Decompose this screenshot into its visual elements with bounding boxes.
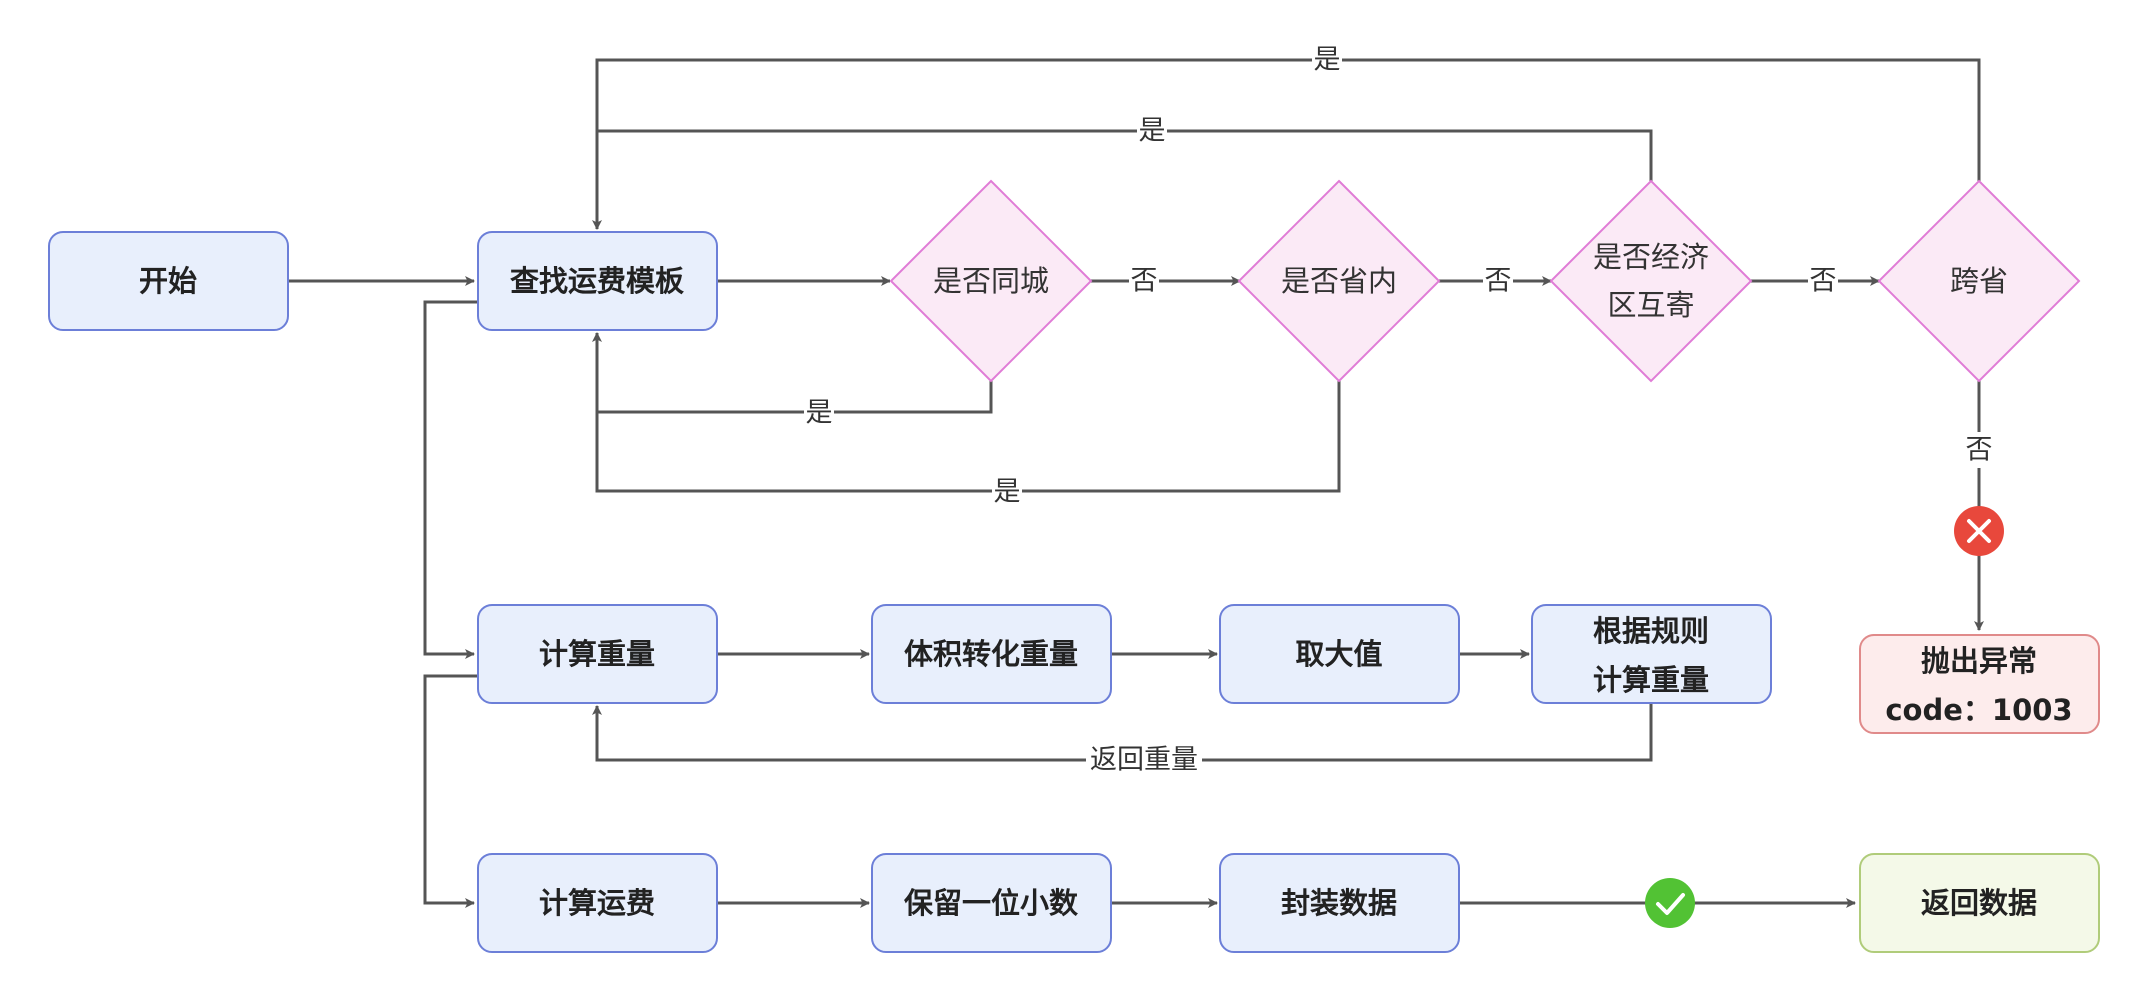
edge-calc-weight-to-calc-freight [423,674,478,908]
node-throw-exception-label-line1: 抛出异常 [1921,644,2037,678]
decision-same-province[interactable]: 是否省内 [1237,179,1441,383]
node-start-label: 开始 [139,264,197,298]
node-pack-data[interactable]: 封装数据 [1219,853,1460,953]
edge-label-yes-economic-zone: 是 [1139,116,1166,147]
edge-label-no-same-city: 否 [1131,266,1158,297]
check-icon [1645,878,1695,928]
decision-economic-zone-label-line2: 区互寄 [1607,288,1694,322]
edge-label-no-cross-province: 否 [1966,435,1993,466]
decision-cross-province-label: 跨省 [1950,264,2008,298]
decision-same-city-label: 是否同城 [933,264,1049,298]
node-calc-weight[interactable]: 计算重量 [477,604,718,704]
node-take-max-label: 取大值 [1295,637,1382,671]
node-round-one-decimal[interactable]: 保留一位小数 [871,853,1112,953]
node-rule-calc-label-line1: 根据规则 [1593,614,1709,648]
node-rule-calc-label-line2: 计算重量 [1593,663,1709,697]
edge-same-province-yes [595,381,1341,493]
decision-cross-province[interactable]: 跨省 [1877,179,2081,383]
edge-label-yes-cross-province: 是 [1314,45,1341,76]
edge-cross-province-yes [592,58,1981,230]
node-rule-calc-weight[interactable]: 根据规则 计算重量 [1531,604,1772,704]
node-find-template-label: 查找运费模板 [510,264,685,298]
edge-label-no-economic-zone: 否 [1810,266,1837,297]
node-find-template[interactable]: 查找运费模板 [477,231,718,331]
node-take-max[interactable]: 取大值 [1219,604,1460,704]
node-calc-freight-label: 计算运费 [539,886,655,920]
node-return-data-label: 返回数据 [1921,886,2037,920]
edge-label-no-same-province: 否 [1485,266,1512,297]
edges [289,58,1984,908]
edge-label-return-weight: 返回重量 [1090,745,1198,776]
node-throw-exception[interactable]: 抛出异常 code：1003 [1859,634,2100,734]
edge-same-city-yes [592,332,993,414]
decision-same-province-label: 是否省内 [1281,264,1397,298]
node-return-data[interactable]: 返回数据 [1859,853,2100,953]
node-start[interactable]: 开始 [48,231,289,331]
decision-economic-zone-label-line1: 是否经济 [1593,240,1709,274]
node-round-one-decimal-label: 保留一位小数 [903,886,1079,920]
edge-label-yes-same-province: 是 [994,477,1021,508]
edge-economic-zone-yes [597,129,1653,181]
node-throw-exception-label-line2: code：1003 [1885,693,2072,727]
edge-find-template-to-calc-weight [423,300,478,659]
node-pack-data-label: 封装数据 [1281,886,1397,920]
decision-economic-zone[interactable]: 是否经济 区互寄 [1549,179,1753,383]
node-calc-freight[interactable]: 计算运费 [477,853,718,953]
decision-same-city[interactable]: 是否同城 [889,179,1093,383]
close-icon [1954,506,2004,556]
node-volume-to-weight[interactable]: 体积转化重量 [871,604,1112,704]
edge-label-yes-same-city: 是 [806,398,833,429]
node-volume-to-weight-label: 体积转化重量 [904,637,1078,671]
edge-labels: 是 是 是 是 否 否 否 否 返回重量 [804,44,1994,776]
node-calc-weight-label: 计算重量 [539,637,655,671]
